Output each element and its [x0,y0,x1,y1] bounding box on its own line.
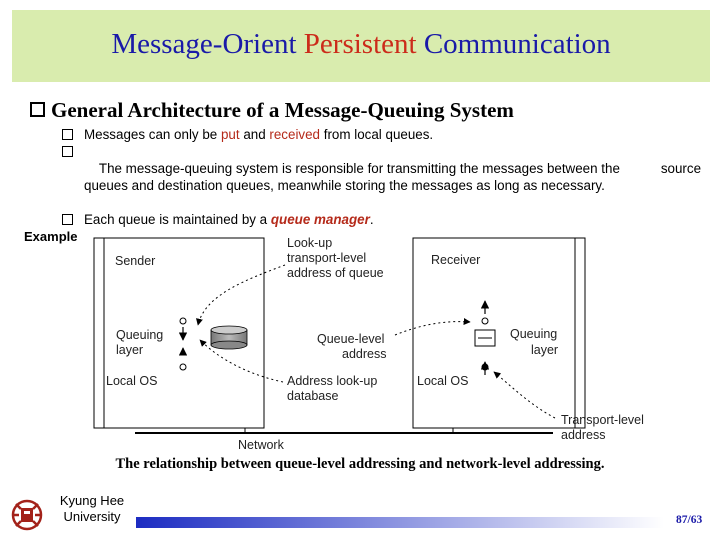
queuing-layer-right-label: layer [531,343,558,357]
checkbox-bullet-icon [62,129,73,140]
queuing-layer-left-label: layer [116,343,143,357]
queue-level-address-label: Queue-level [317,332,384,346]
lookup-label: transport-level [287,251,366,265]
checkbox-bullet-icon [30,102,45,117]
checkbox-bullet-icon [62,146,73,157]
footer-gradient-bar [136,517,664,528]
university-emblem-icon [11,499,43,531]
address-lookup-arrow [199,339,284,383]
section-heading: General Architecture of a Message-Queuin… [30,98,514,123]
bullet-text: and [239,127,270,142]
bullet-highlight: queue manager [270,212,370,227]
sender-label: Sender [115,254,155,268]
queue-database-icon [210,325,248,350]
lookup-label: address of queue [287,266,384,280]
transport-level-arrow [493,371,556,419]
university-line-1: Kyung Hee [59,493,125,508]
queuing-layer-right-label: Queuing [510,327,557,341]
local-os-right-label: Local OS [417,374,468,388]
title-part-1: Message-Orient [111,28,304,60]
queue-level-address-label: address [342,347,386,361]
bullet-text: from local queues. [320,127,434,142]
bullet-item: The message-queuing system is responsibl… [62,143,702,211]
university-line-2: University [63,509,121,524]
bullet-text: Messages can only be [84,127,221,142]
bullet-text: . [369,212,374,227]
bullet-list: Messages can only be put and received fr… [62,126,702,228]
bullet-highlight: received [269,127,321,142]
transport-level-label: address [561,428,605,442]
queue-level-address-arrow [394,318,471,336]
figure-caption: The relationship between queue-level add… [115,456,605,472]
receiver-label: Receiver [431,253,480,267]
network-label: Network [238,438,285,452]
heading-text: General Architecture of a Message-Queuin… [51,98,514,122]
bullet-item: Messages can only be put and received fr… [62,126,702,143]
port-circle-icon [179,363,187,371]
title-part-3: Communication [416,28,611,60]
local-os-left-label: Local OS [106,374,157,388]
university-name: Kyung Hee University [52,493,132,525]
queuing-layer-left-label: Queuing [116,328,163,342]
lookup-arrow [196,264,286,326]
sender-host-box [93,237,265,429]
bullet-highlight: put [220,127,240,142]
address-lookup-label: Address look-up [287,374,377,388]
bullet-item: Each queue is maintained by a queue mana… [62,211,702,228]
page-number: 87/63 [676,514,703,526]
example-label: Example [24,229,78,244]
slide-title: Message-Orient Persistent Communication [12,28,710,61]
bullet-text: Each queue is maintained by a [84,212,271,227]
port-circle-icon [481,317,489,325]
transport-level-label: Transport-level [561,413,644,427]
port-circle-icon [179,317,187,325]
title-bar: Message-Orient Persistent Communication [12,10,710,82]
checkbox-bullet-icon [62,214,73,225]
lookup-label: Look-up [287,236,332,250]
receiver-host-box [412,237,586,429]
address-lookup-label: database [287,389,338,403]
title-part-2: Persistent [303,28,417,60]
bullet-text: The message-queuing system is responsibl… [84,161,705,193]
